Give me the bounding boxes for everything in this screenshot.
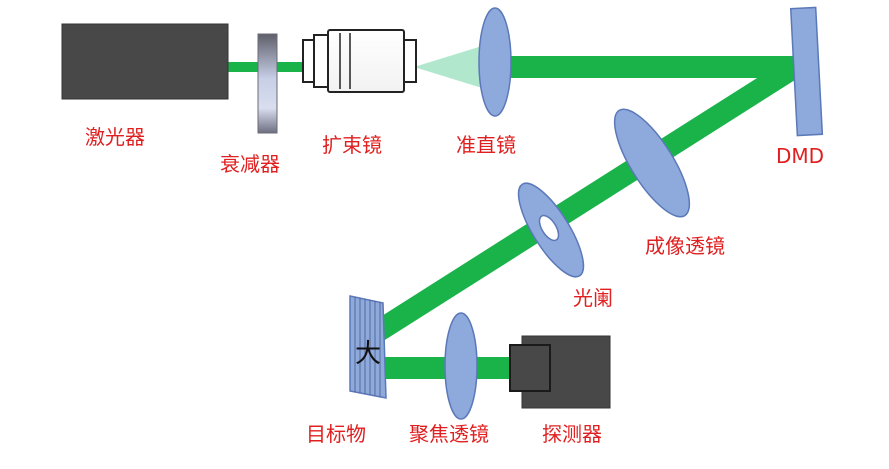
label-aperture: 光阑 (573, 286, 613, 310)
beam-expander (302, 29, 417, 93)
beam-dmd-to-target (371, 50, 812, 342)
label-focusing-lens: 聚焦透镜 (409, 422, 489, 446)
laser-body (61, 23, 229, 100)
label-beam-expander: 扩束镜 (322, 133, 382, 157)
label-laser: 激光器 (85, 125, 145, 149)
label-dmd: DMD (776, 144, 824, 168)
aperture-stop (517, 182, 585, 278)
label-detector: 探测器 (542, 422, 602, 446)
target-glyph: 大 (355, 339, 381, 369)
attenuator-filter (257, 33, 278, 134)
dmd-mirror (789, 6, 824, 137)
label-collimator: 准直镜 (456, 133, 516, 157)
collimator-lens (478, 7, 512, 117)
label-imaging-lens: 成像透镜 (645, 234, 725, 258)
label-target: 目标物 (306, 422, 366, 446)
focusing-lens (444, 312, 478, 420)
detector (509, 335, 611, 409)
target-object: 大 (349, 295, 387, 399)
imaging-lens (613, 108, 691, 218)
label-attenuator: 衰减器 (220, 152, 280, 176)
expanded-beam-cone (414, 42, 495, 92)
